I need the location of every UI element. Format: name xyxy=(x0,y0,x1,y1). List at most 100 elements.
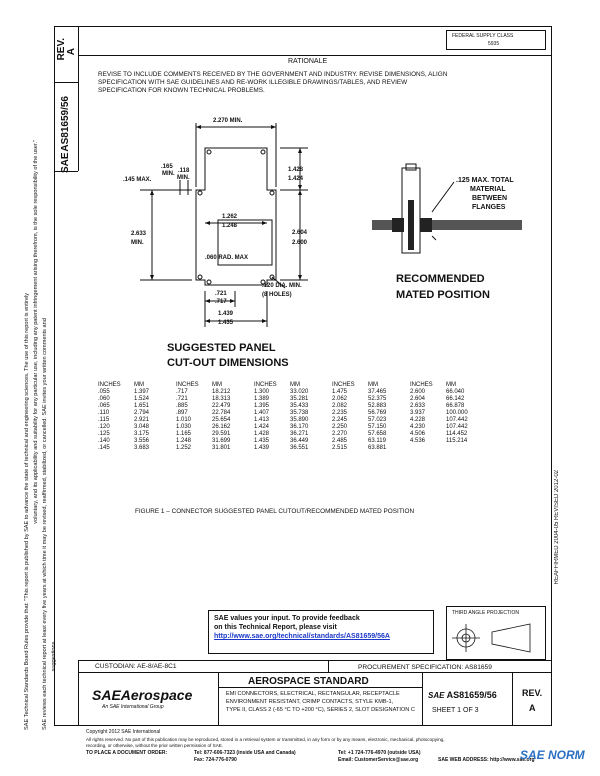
table-header-cell: INCHES xyxy=(410,382,433,388)
table-cell: .885 xyxy=(176,403,188,409)
table-cell: .897 xyxy=(176,410,188,416)
table-cell: 1.407 xyxy=(254,410,270,416)
table-cell: 4.536 xyxy=(410,438,426,444)
table-cell: 3.048 xyxy=(134,424,150,430)
table-cell: 36.271 xyxy=(290,431,309,437)
left-margin-line2: voluntary, and its applicability and sui… xyxy=(33,140,39,524)
table-cell: .145 xyxy=(98,445,110,451)
table-cell: 36.170 xyxy=(290,424,309,430)
dim-118-min: MIN. xyxy=(177,175,190,181)
table-cell: 52.375 xyxy=(368,396,387,402)
table-cell: 56.769 xyxy=(368,410,387,416)
table-cell: 2.600 xyxy=(410,389,426,395)
flange-note-3: BETWEEN xyxy=(472,195,507,202)
rationale-line3: SPECIFICATION FOR KNOWN TECHNICAL PROBLE… xyxy=(98,87,265,94)
right-margin-text: REAFFIRMED 2004-05 REVISED 2012-02 xyxy=(554,470,560,585)
table-cell: 26.162 xyxy=(212,424,231,430)
table-cell: 115.214 xyxy=(446,438,468,444)
table-cell: 3.175 xyxy=(134,431,150,437)
table-cell: 2.062 xyxy=(332,396,348,402)
table-cell: 29.591 xyxy=(212,431,231,437)
table-cell: 2.235 xyxy=(332,410,348,416)
header-bottom-line xyxy=(78,55,552,56)
footer-fax: Fax: 724-776-0790 xyxy=(194,757,237,763)
table-cell: 36.449 xyxy=(290,438,309,444)
feedback-box: SAE values your input. To provide feedba… xyxy=(208,610,434,654)
left-margin-line3: SAE reviews each technical report at lea… xyxy=(42,318,48,730)
title-desc-line1: EMI CONNECTORS, ELECTRICAL, RECTANGULAR,… xyxy=(226,691,400,697)
table-cell: 22.784 xyxy=(212,410,231,416)
footer-tel-intl: Tel: +1 724-776-4970 (outside USA) xyxy=(338,750,421,756)
third-angle-label: THIRD ANGLE PROJECTION xyxy=(452,610,519,616)
table-cell: 2.082 xyxy=(332,403,348,409)
custodian-top-line xyxy=(78,660,552,661)
table-cell: .120 xyxy=(98,424,110,430)
rev-box-divider xyxy=(54,82,78,83)
table-cell: 31.699 xyxy=(212,438,231,444)
table-cell xyxy=(408,445,444,452)
table-cell: 2.515 xyxy=(332,445,348,451)
table-cell: 2.921 xyxy=(134,417,150,423)
table-cell xyxy=(444,445,486,452)
flange-note-2: MATERIAL xyxy=(470,186,506,193)
table-header-cell: MM xyxy=(134,382,144,388)
dim-145: .145 MAX. xyxy=(123,177,152,183)
table-cell: 18.313 xyxy=(212,396,231,402)
table-cell: 1.428 xyxy=(254,431,270,437)
custodian-left-divider xyxy=(78,660,79,726)
panel-cutout-drawing xyxy=(140,123,308,327)
table-cell: 57.150 xyxy=(368,424,387,430)
header-doc-number: SAE AS81659/56 xyxy=(60,96,71,174)
sae-aerospace-logo: SAEAerospace xyxy=(92,687,193,703)
title-rev-label: REV. xyxy=(522,688,543,698)
table-cell: 114.452 xyxy=(446,431,468,437)
dim-2633-min: MIN. xyxy=(131,240,144,246)
table-cell: 31.801 xyxy=(212,445,231,451)
table-cell: 3.556 xyxy=(134,438,150,444)
footer-rights-line1: All rights reserved. No part of this pub… xyxy=(86,737,445,742)
table-cell: 1.300 xyxy=(254,389,270,395)
table-cell: 4.228 xyxy=(410,417,426,423)
table-cell: 1.252 xyxy=(176,445,192,451)
dim-120-hole: .120 DIA. MIN. xyxy=(262,283,302,289)
sae-aerospace-logo-sub: An SAE International Group xyxy=(102,704,164,710)
title-desc-line2: ENVIRONMENT RESISTANT, CRIMP CONTACTS, S… xyxy=(226,699,394,705)
dim-2270: 2.270 MIN. xyxy=(213,118,243,124)
table-header-cell: INCHES xyxy=(176,382,199,388)
table-cell: 52.883 xyxy=(368,403,387,409)
table-cell: 2.485 xyxy=(332,438,348,444)
mated-title-1: RECOMMENDED xyxy=(396,273,485,285)
doc-box-divider xyxy=(54,171,78,172)
dim-2604: 2.604 xyxy=(292,230,308,236)
table-cell: .060 xyxy=(98,396,110,402)
table-header-cell: MM xyxy=(446,382,456,388)
table-cell: 1.165 xyxy=(176,431,192,437)
table-cell: 1.439 xyxy=(254,445,270,451)
table-cell: .717 xyxy=(176,389,188,395)
title-block-divider-1 xyxy=(218,672,219,726)
table-cell: 22.479 xyxy=(212,403,231,409)
footer-tel-domestic: Tel: 877-606-7323 (inside USA and Canada… xyxy=(194,750,296,756)
table-cell: 66.142 xyxy=(446,396,465,402)
table-header-cell: INCHES xyxy=(332,382,355,388)
title-block-divider-2 xyxy=(422,672,423,726)
fsc-stamp-line1: FEDERAL SUPPLY CLASS xyxy=(452,33,514,39)
title-doc-number: SAE AS81659/56 xyxy=(428,690,497,700)
table-cell: 1.248 xyxy=(176,438,192,444)
table-cell: .721 xyxy=(176,396,188,402)
mated-position-drawing xyxy=(372,163,522,254)
table-cell: 63.881 xyxy=(368,445,387,451)
table-cell: 1.010 xyxy=(176,417,192,423)
table-header-cell: INCHES xyxy=(98,382,121,388)
rationale-line1: REVISE TO INCLUDE COMMENTS RECEIVED BY T… xyxy=(98,71,448,78)
dim-1439: 1.439 xyxy=(218,311,234,317)
fsc-stamp xyxy=(446,30,546,50)
feedback-link[interactable]: http://www.sae.org/technical/standards/A… xyxy=(214,633,390,640)
feedback-line2: on this Technical Report, please visit xyxy=(214,624,337,631)
third-angle-box xyxy=(446,606,546,660)
